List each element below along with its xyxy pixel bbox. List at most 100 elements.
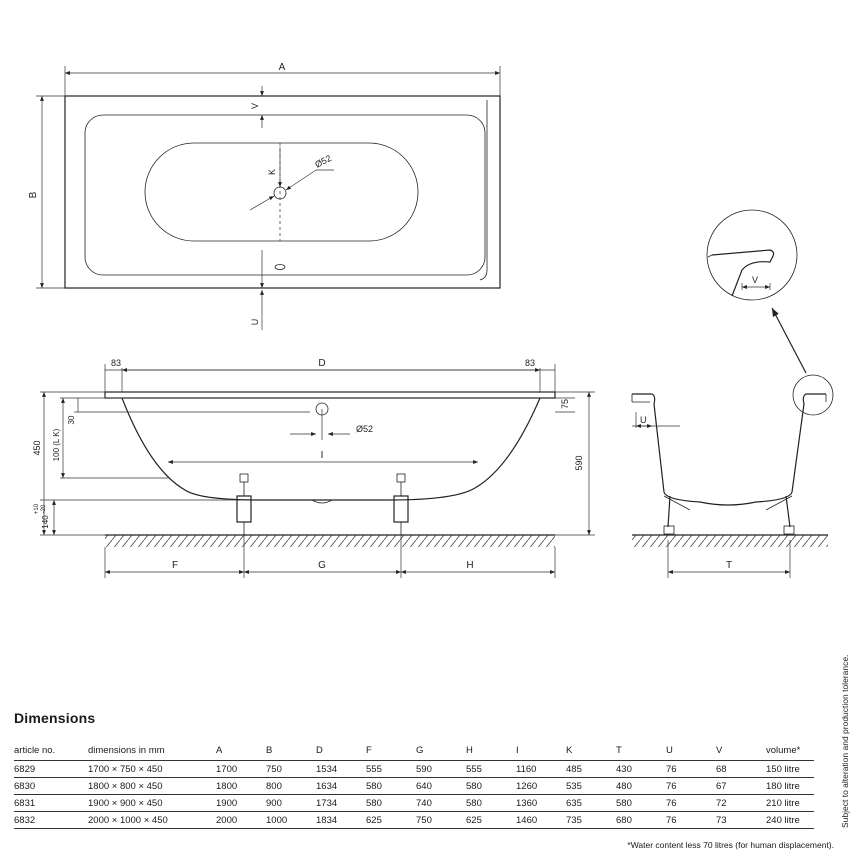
- table-cell: 1834: [316, 812, 366, 829]
- dim-label-T: T: [726, 560, 732, 571]
- table-cell: 485: [566, 761, 616, 778]
- col-header-U: U: [666, 742, 716, 761]
- dim-label-H: H: [466, 560, 473, 571]
- detail-marker-circle: [792, 374, 834, 416]
- table-cell: 1900 × 900 × 450: [88, 795, 216, 812]
- table-cell: 1460: [516, 812, 566, 829]
- table-cell: 900: [266, 795, 316, 812]
- dim-label-I: I: [321, 450, 324, 461]
- dim-label-d52-top: Ø52: [313, 153, 333, 170]
- dimensions-table: article no. dimensions in mm A B D F G H…: [14, 742, 814, 829]
- table-row: 6831 1900 × 900 × 450 1900 900 1734 580 …: [14, 795, 814, 812]
- table-cell: 180 litre: [766, 778, 814, 795]
- table-cell: 67: [716, 778, 766, 795]
- table-row: 6832 2000 × 1000 × 450 2000 1000 1834 62…: [14, 812, 814, 829]
- overflow-top: [274, 264, 286, 270]
- table-cell: 72: [716, 795, 766, 812]
- table-cell: 580: [466, 795, 516, 812]
- table-cell: 580: [366, 795, 416, 812]
- table-cell: 555: [366, 761, 416, 778]
- dim-label-d52-side: Ø52: [356, 424, 373, 434]
- table-cell: 1000: [266, 812, 316, 829]
- col-header-D: D: [316, 742, 366, 761]
- col-header-B: B: [266, 742, 316, 761]
- dimensions-heading: Dimensions: [14, 710, 96, 726]
- table-cell: 625: [366, 812, 416, 829]
- col-header-H: H: [466, 742, 516, 761]
- table-cell: 6832: [14, 812, 88, 829]
- dim-label-A: A: [279, 62, 286, 73]
- table-cell: 68: [716, 761, 766, 778]
- leg-right: [393, 473, 409, 535]
- table-cell: 680: [616, 812, 666, 829]
- dim-label-83-right: 83: [525, 358, 535, 368]
- table-cell: 800: [266, 778, 316, 795]
- col-header-F: F: [366, 742, 416, 761]
- table-cell: 1800: [216, 778, 266, 795]
- dim-label-140: 140: [41, 515, 50, 529]
- detail-zoom-circle: [706, 209, 798, 301]
- table-cell: 740: [416, 795, 466, 812]
- dim-label-75: 75: [560, 399, 570, 409]
- floor-hatch-section: [632, 535, 828, 547]
- table-cell: 635: [566, 795, 616, 812]
- tub-body-side: [121, 397, 541, 501]
- table-cell: 1360: [516, 795, 566, 812]
- table-cell: 240 litre: [766, 812, 814, 829]
- water-content-footnote: *Water content less 70 litres (for human…: [627, 840, 834, 850]
- dim-label-U-top: U: [250, 319, 260, 326]
- table-cell: 1260: [516, 778, 566, 795]
- table-cell: 73: [716, 812, 766, 829]
- table-cell: 535: [566, 778, 616, 795]
- cross-section-view: U T V: [631, 209, 834, 578]
- dim-label-D: D: [318, 358, 325, 369]
- table-cell: 735: [566, 812, 616, 829]
- dim-label-V: V: [250, 103, 260, 109]
- dim-label-G: G: [318, 560, 326, 571]
- table-cell: 1160: [516, 761, 566, 778]
- table-cell: 76: [666, 812, 716, 829]
- dim-label-V-detail: V: [752, 275, 758, 285]
- col-header-G: G: [416, 742, 466, 761]
- table-cell: 640: [416, 778, 466, 795]
- col-header-T: T: [616, 742, 666, 761]
- floor-hatch-side: [105, 535, 555, 547]
- table-row: 6830 1800 × 800 × 450 1800 800 1634 580 …: [14, 778, 814, 795]
- table-cell: 555: [466, 761, 516, 778]
- table-cell: 210 litre: [766, 795, 814, 812]
- dim-label-100: 100 (L K): [52, 428, 61, 461]
- table-cell: 590: [416, 761, 466, 778]
- table-cell: 6829: [14, 761, 88, 778]
- dim-label-F: F: [172, 560, 178, 571]
- tub-section-right: [755, 393, 826, 503]
- col-header-I: I: [516, 742, 566, 761]
- table-row: 6829 1700 × 750 × 450 1700 750 1534 555 …: [14, 761, 814, 778]
- col-header-K: K: [566, 742, 616, 761]
- tub-rim-side: [104, 391, 556, 399]
- dim-label-U-section: U: [640, 415, 647, 425]
- technical-drawing: A B V K Ø52 U: [28, 62, 834, 578]
- detail-arrow: [771, 307, 807, 374]
- table-cell: 625: [466, 812, 516, 829]
- col-header-A: A: [216, 742, 266, 761]
- table-cell: 1900: [216, 795, 266, 812]
- table-cell: 1534: [316, 761, 366, 778]
- top-view: A B V K Ø52 U: [28, 62, 501, 330]
- table-cell: 580: [616, 795, 666, 812]
- dim-label-590: 590: [574, 455, 584, 470]
- table-cell: 480: [616, 778, 666, 795]
- col-header-dimensions: dimensions in mm: [88, 742, 216, 761]
- tolerance-side-note: Subject to alteration and production tol…: [840, 654, 850, 828]
- table-cell: 1800 × 800 × 450: [88, 778, 216, 795]
- dim-label-30: 30: [67, 415, 76, 424]
- table-cell: 76: [666, 778, 716, 795]
- dim-label-83-left: 83: [111, 358, 121, 368]
- table-cell: 1734: [316, 795, 366, 812]
- table-cell: 750: [416, 812, 466, 829]
- col-header-article: article no.: [14, 742, 88, 761]
- tub-basin-oval: [144, 142, 419, 242]
- table-cell: 1700 × 750 × 450: [88, 761, 216, 778]
- table-cell: 76: [666, 795, 716, 812]
- tub-section-left: [632, 393, 701, 503]
- table-cell: 2000: [216, 812, 266, 829]
